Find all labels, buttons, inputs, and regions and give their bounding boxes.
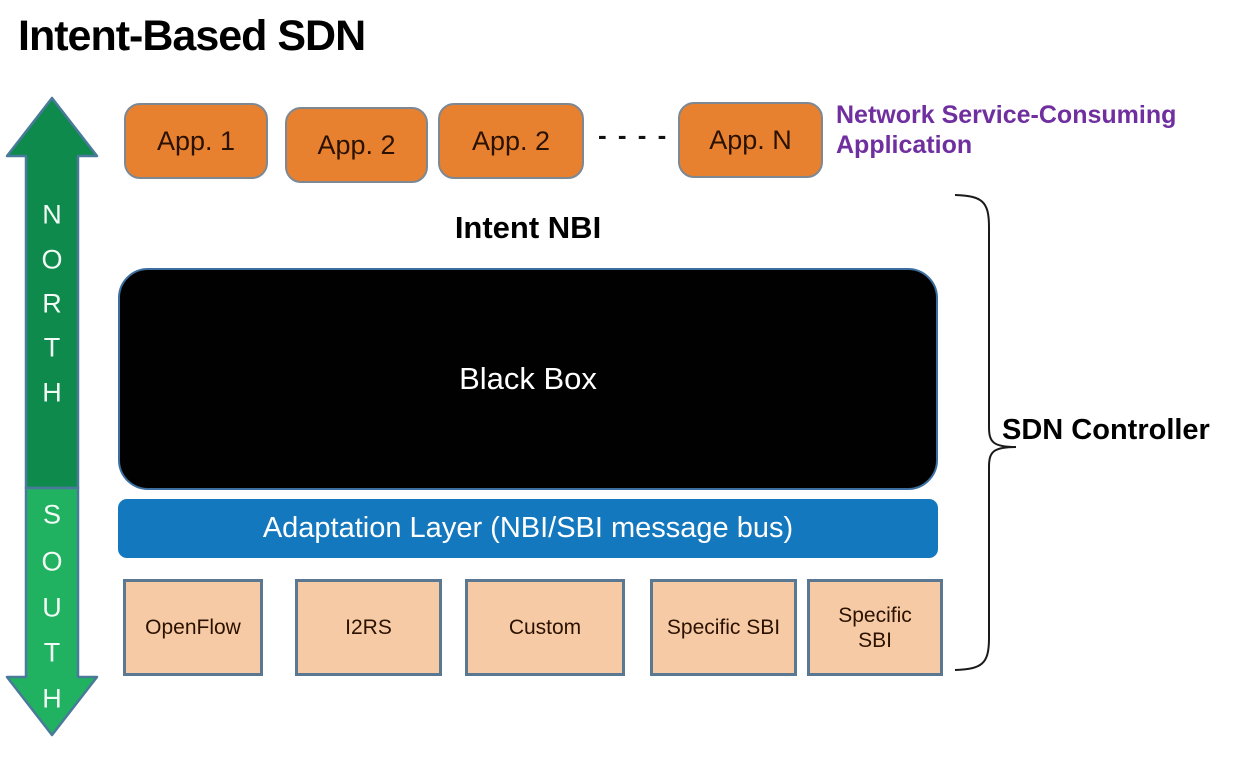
page-title: Intent-Based SDN [18,12,366,60]
intent-nbi-label: Intent NBI [454,210,602,245]
sbi-box-label: I2RS [345,616,392,639]
black-box: Black Box [118,268,938,490]
north-letter: N [42,199,62,230]
app-box-n: App. N [678,102,823,178]
app-box-1: App. 1 [124,103,268,179]
controller-brace [954,194,1017,671]
app-box-label: App. 2 [471,125,551,156]
south-arrow-shape [5,486,99,737]
sbi-box-i2rs: I2RS [295,579,442,676]
black-box-label: Black Box [459,361,597,396]
app-box-label: App. 1 [156,125,236,156]
app-box-label: App. 2 [317,129,396,160]
north-letter: O [41,244,63,275]
adaptation-layer-label: Adaptation Layer (NBI/SBI message bus) [262,512,794,544]
sbi-box-label: Specific SBI [838,603,912,652]
sbi-box-label: Specific SBI [666,616,781,639]
consumer-application-label: Network Service-Consuming Application [836,100,1238,160]
sbi-box-custom: Custom [465,579,625,676]
controller-brace-path [954,194,1017,671]
north-letter: H [42,377,62,408]
south-letter: O [41,546,63,577]
south-letter: S [42,499,61,530]
app-box-3: App. 2 [438,103,584,179]
north-letter: R [42,288,62,319]
sdn-controller-label: SDN Controller [1002,414,1210,446]
consumer-application-label-line1: Network Service-Consuming [836,101,1177,129]
sbi-box-specific-sbi-1: Specific SBI [650,579,797,676]
south-letter: T [43,637,61,668]
south-letter: U [42,592,62,623]
consumer-application-label-line2: Application [836,131,973,159]
sbi-box-specific-sbi-2: Specific SBI [807,579,943,676]
app-box-label: App. N [709,124,792,155]
ellipsis-dashes: - - - - [598,120,669,150]
sbi-box-openflow: OpenFlow [123,579,263,676]
north-letter: T [43,332,61,363]
app-box-2: App. 2 [285,107,428,183]
adaptation-layer-bar: Adaptation Layer (NBI/SBI message bus) [118,499,938,558]
south-letter: H [42,683,62,714]
north-south-arrow [5,96,99,737]
sbi-box-label: OpenFlow [145,616,241,639]
sbi-box-label: Custom [508,616,582,639]
